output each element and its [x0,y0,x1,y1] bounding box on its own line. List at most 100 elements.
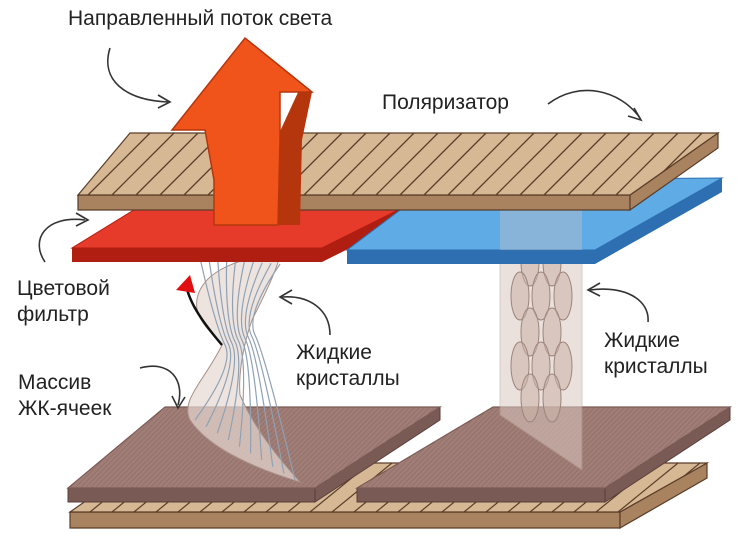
plate-texture-line [109,407,191,488]
label-light-flow: Направленный поток света [68,6,332,32]
polarizer-stripe [399,133,463,195]
leader-light-flow-head [157,94,172,109]
plate-texture-line [424,407,506,488]
leader-color-filter [38,218,86,263]
plate-texture-line [564,407,646,488]
label-cell-array: Массив ЖК-ячеек [18,370,111,422]
plate-texture-line [104,407,186,488]
plate-texture-line [284,407,366,488]
top-polarizer-front [77,194,631,211]
polarizer-stripe [591,133,655,195]
polarizer-stripe [327,133,391,195]
polarizer-stripe [303,133,367,195]
plate-texture-line [259,407,341,488]
plate-texture-line [244,407,326,488]
lc-twist-blade [244,262,274,467]
light-arrow [170,36,315,226]
plate-texture-line [579,407,661,488]
polarizer-stripe [447,133,511,195]
polarizer-stripe [617,463,679,512]
cell-plate-right-front [356,487,606,503]
leader-lines [38,47,649,410]
polarizer-stripe [351,133,415,195]
polarizer-stripe [495,133,559,195]
polarizer-stripe [135,133,199,195]
label-color-filter-line1: Цветовой [17,277,110,300]
label-lc-left-line2: кристаллы [296,367,400,390]
leader-cell-array-head [171,395,186,410]
polarizer-stripe [423,133,487,195]
color-filter-blue-front [347,250,595,264]
plate-texture-line [404,407,486,488]
leader-lc-right-head [586,282,601,297]
lc-twist-blade [252,263,296,481]
lc-twist-blade [231,260,245,447]
polarizer-stripe [615,133,679,195]
lc-twist-blade [216,259,236,434]
plate-texture-line [84,407,166,488]
leader-color-filter-head [75,212,90,227]
lc-twist-blade [240,261,263,461]
label-lc-left-line1: Жидкие [296,341,372,364]
leader-lc-right [589,288,649,323]
plate-texture-line [239,407,321,488]
plate-texture-line [289,407,371,488]
plate-texture-line [254,407,336,488]
plate-texture-line [304,407,386,488]
lc-molecule [531,271,551,321]
label-polarizer-text: Поляризатор [382,91,509,114]
liquid-crystal-twist-left [187,249,302,483]
plate-texture-line [94,407,176,488]
plate-texture-line [604,407,686,488]
top-polarizer-top [76,132,720,196]
cell-plate-left-front [67,487,316,503]
color-filter-red-front [72,248,322,262]
lc-left-molecules [194,257,296,481]
polarizer-stripe [87,133,151,195]
leader-polarizer [547,89,641,119]
label-lc-right: Жидкие кристаллы [604,328,708,380]
lc-twist-blade [205,258,232,427]
plate-texture-line [559,407,641,488]
lc-molecule [542,307,562,357]
plate-texture-line [544,407,626,488]
plate-texture-line [299,407,381,488]
plate-texture-line [319,407,401,488]
lc-molecule [553,271,573,321]
label-lc-left: Жидкие кристаллы [296,340,400,392]
lc-twist-blade [236,261,252,454]
plate-texture-line [99,407,181,488]
label-polarizer: Поляризатор [382,90,509,116]
lc-molecule [520,373,540,423]
plate-texture-line [89,407,171,488]
polarizer-stripe [543,133,607,195]
lc-twist-blade [194,257,228,421]
plate-texture-line [294,407,376,488]
polarizer-stripe [111,133,175,195]
plate-texture-line [554,407,636,488]
rotation-pointer-head [176,275,195,293]
polarizer-stripe [519,133,583,195]
rotation-pointer [176,275,223,346]
plate-texture-line [314,407,396,488]
plate-texture-line [234,407,316,488]
plate-texture-line [434,407,516,488]
bottom-polarizer-front [69,511,621,529]
plate-texture-line [309,407,391,488]
lc-molecule [510,271,530,321]
leader-light-flow [107,47,169,103]
plate-texture-line [589,407,671,488]
leader-lc-left [281,296,331,336]
plate-texture-line [584,407,666,488]
plate-texture-line [119,407,201,488]
lc-molecule [542,373,562,423]
lc-twist-blade [248,263,285,474]
light-arrow-shadow [276,88,312,225]
leader-lc-left-head [278,289,293,305]
polarizer-stripe [567,133,631,195]
plate-texture-line [569,407,651,488]
label-lc-right-line1: Жидкие [604,329,680,352]
lc-molecule [531,341,551,391]
label-lc-right-line2: кристаллы [604,355,708,378]
